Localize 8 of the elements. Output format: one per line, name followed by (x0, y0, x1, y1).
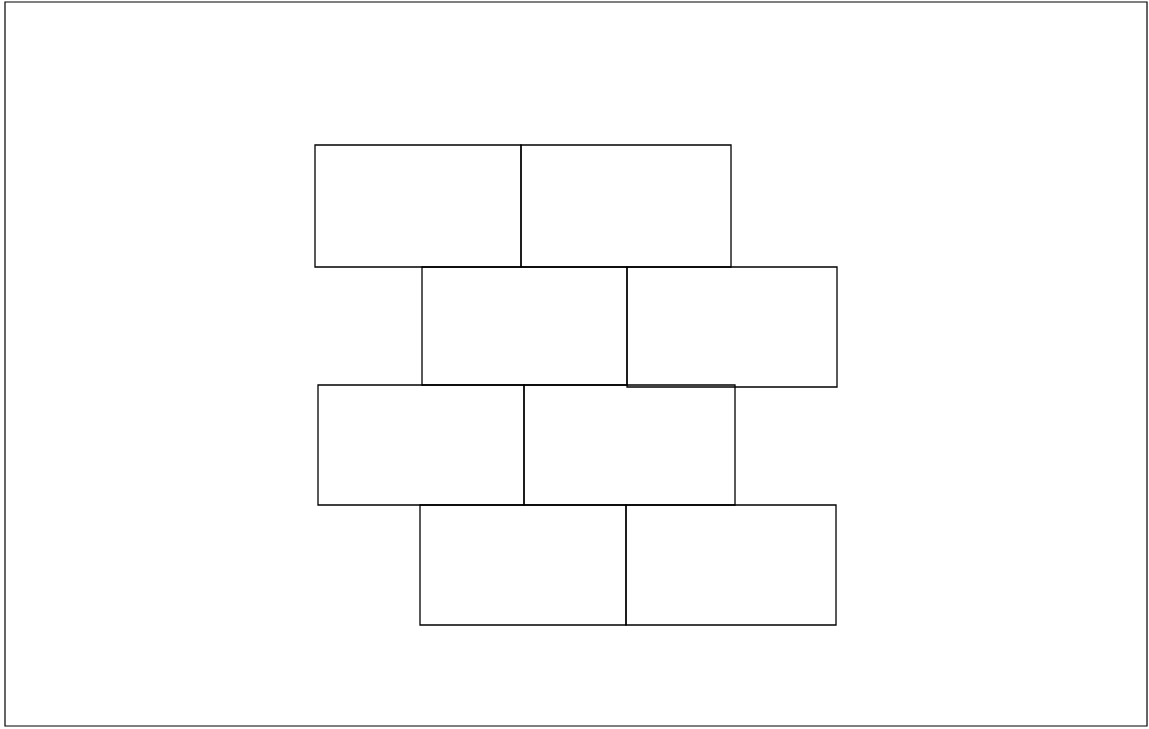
brick-box (523, 384, 736, 506)
brick-box (520, 144, 732, 268)
brick-box (317, 384, 525, 506)
brick-box (419, 504, 627, 626)
brick-box (314, 144, 522, 268)
brick-box (625, 504, 837, 626)
brick-box (626, 266, 838, 388)
brick-box (421, 266, 628, 386)
